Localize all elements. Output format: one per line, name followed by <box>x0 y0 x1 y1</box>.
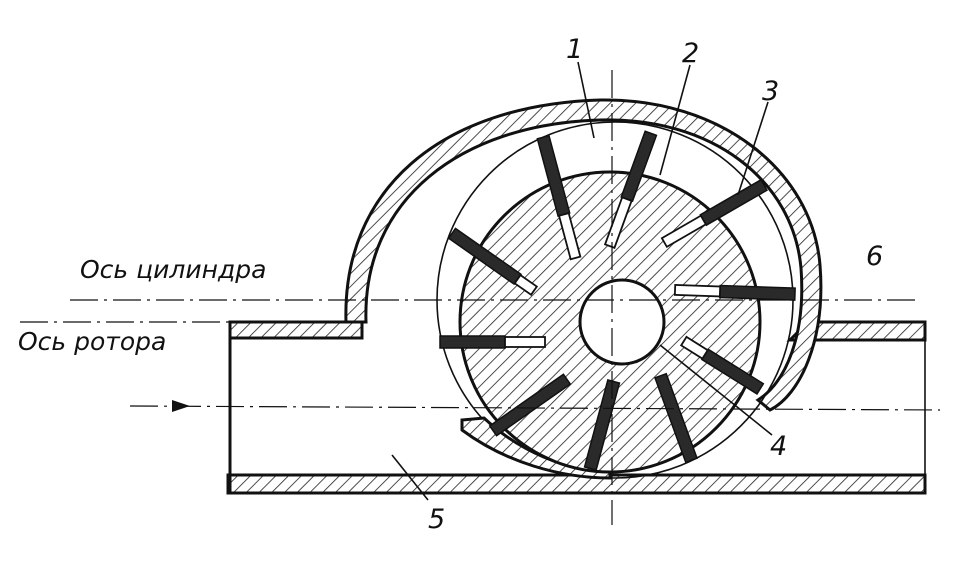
vane-1 <box>536 134 582 261</box>
leader-3 <box>737 101 769 196</box>
label-5: 5 <box>428 504 445 535</box>
label-4: 4 <box>770 431 787 462</box>
leader-5 <box>391 454 429 501</box>
vane-9 <box>439 335 546 349</box>
center-lines <box>20 70 941 525</box>
label-6: 6 <box>866 241 883 272</box>
leader-4 <box>659 344 773 436</box>
vanes <box>439 130 796 471</box>
labels: Ось цилиндра Ось ротора 1 2 3 4 5 6 <box>18 34 883 535</box>
label-1: 1 <box>566 34 583 65</box>
vane-3 <box>660 178 768 249</box>
label-cylinder-axis: Ось цилиндра <box>80 255 266 284</box>
label-2: 2 <box>682 38 699 69</box>
cylinder-casing <box>344 98 823 412</box>
vane-5 <box>679 335 765 395</box>
label-rotor-axis: Ось ротора <box>18 327 166 356</box>
pipe-top-wall-left <box>228 320 364 340</box>
leader-1 <box>577 61 595 139</box>
vane-7 <box>583 379 621 471</box>
label-3: 3 <box>762 76 779 107</box>
flow-arrow <box>172 400 190 412</box>
vane-10 <box>447 227 539 297</box>
vane-4 <box>673 283 796 301</box>
vane-8 <box>488 373 572 437</box>
leader-lines <box>391 61 773 501</box>
vane-6 <box>654 372 698 464</box>
flow-centerline <box>129 405 941 411</box>
pipe-bottom-wall <box>226 473 927 495</box>
leader-2 <box>659 64 691 176</box>
rotor-shaft <box>578 278 666 366</box>
